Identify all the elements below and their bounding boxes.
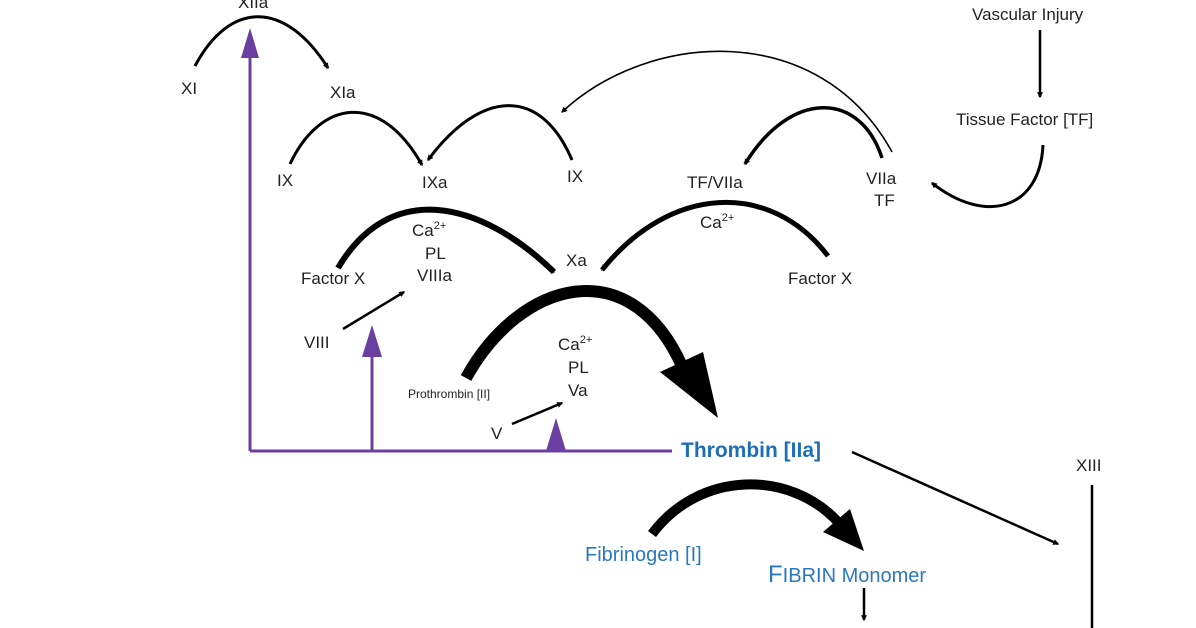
label-ca-right: Ca2+ — [700, 212, 734, 232]
label-viii: VIII — [304, 333, 330, 352]
label-fibrin-rest: IBRIN Monomer — [783, 565, 927, 587]
feedback-to-xiia-arrowhead — [241, 28, 259, 58]
label-prothrombin: Prothrombin [II] — [408, 387, 490, 401]
label-tf: TF — [874, 191, 895, 210]
label-ix-left: IX — [277, 171, 293, 190]
arrow-fibrinogen-to-fibrin — [648, 479, 842, 538]
arrow-thrombin-to-xiii — [851, 450, 1060, 546]
arrow-prothrombin-to-thrombin-head — [660, 352, 718, 418]
label-xi: XI — [181, 79, 197, 98]
label-xiia: XIIa — [238, 0, 269, 12]
arrow-ix-to-ixa-left — [288, 110, 424, 167]
arrow-fibrinogen-to-fibrin-head — [823, 509, 864, 551]
label-factor-x-right: Factor X — [788, 269, 852, 288]
arrow-viii-to-viiia — [342, 290, 406, 331]
label-ca-mid-text: Ca — [558, 335, 580, 354]
label-ca-left-sup: 2+ — [434, 220, 447, 232]
label-ixa: IXa — [422, 173, 448, 192]
arrow-viia-to-tfviia — [743, 106, 884, 166]
arrow-factorx-to-xa-left — [335, 206, 557, 275]
label-thrombin: Thrombin [IIa] — [681, 439, 821, 462]
label-fibrin-monomer: FIBRIN Monomer — [768, 561, 926, 588]
label-ca-left: Ca2+ — [412, 220, 446, 240]
arrow-prothrombin-to-thrombin — [460, 285, 688, 381]
label-ca-mid: Ca2+ — [558, 334, 592, 354]
label-ca-mid-sup: 2+ — [580, 334, 593, 346]
arrow-xi-to-xia — [193, 15, 330, 70]
label-ca-right-text: Ca — [700, 213, 722, 232]
label-fibrin-first: F — [768, 561, 783, 588]
label-vascular-injury: Vascular Injury — [972, 5, 1084, 24]
label-ca-left-text: Ca — [412, 221, 434, 240]
label-va: Va — [568, 381, 588, 400]
label-tissue-factor: Tissue Factor [TF] — [956, 110, 1093, 129]
arrow-ix-to-ixa-right — [426, 104, 574, 161]
label-v: V — [491, 424, 503, 443]
factor-labels: XIIa XI XIa IX IXa IX TF/VIIa VIIa TF Va… — [181, 0, 1102, 588]
label-pl-left: PL — [425, 244, 446, 263]
cascade-arrows — [193, 15, 1094, 628]
label-viia: VIIa — [866, 169, 897, 188]
label-factor-x-left: Factor X — [301, 269, 365, 288]
label-pl-mid: PL — [568, 358, 589, 377]
arrow-v-to-va — [511, 401, 564, 426]
thrombin-feedback-lines — [241, 28, 672, 453]
arrow-tf-to-viia — [931, 144, 1045, 209]
label-xiii: XIII — [1076, 456, 1102, 475]
label-ca-right-sup: 2+ — [722, 212, 735, 224]
feedback-to-va-arrowhead — [546, 418, 566, 451]
label-fibrinogen: Fibrinogen [I] — [585, 544, 702, 566]
feedback-to-viiia-arrowhead — [362, 325, 382, 357]
arrow-factorx-to-xa-right — [600, 200, 830, 272]
arrow-viia-to-ix — [561, 50, 893, 153]
label-tf-viia: TF/VIIa — [687, 173, 743, 192]
label-xia: XIa — [330, 83, 356, 102]
label-viiia: VIIIa — [417, 266, 453, 285]
label-ix-right: IX — [567, 167, 583, 186]
label-xa: Xa — [566, 251, 587, 270]
